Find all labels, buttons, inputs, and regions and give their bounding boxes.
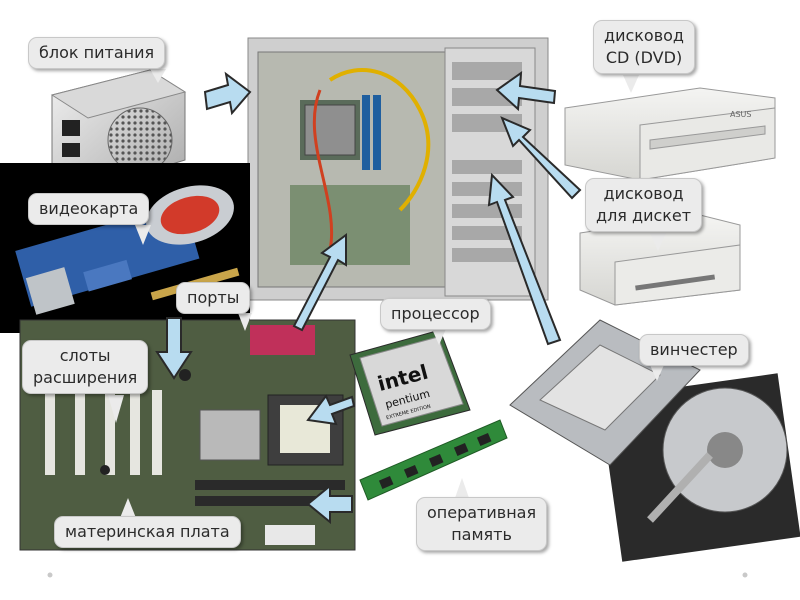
ram-module-image <box>359 419 508 501</box>
slide-dot-left <box>47 572 53 578</box>
label-power-supply: блок питания <box>28 37 166 69</box>
slide-dot-right <box>742 572 748 578</box>
label-floppy-drive-tail <box>650 233 666 251</box>
arrow-video-card <box>292 233 347 332</box>
label-motherboard: материнская плата <box>54 516 241 548</box>
label-motherboard-tail <box>120 498 136 518</box>
label-video-card: видеокарта <box>28 193 150 225</box>
label-cd-drive-tail <box>623 75 639 93</box>
processor-image: intel pentium EXTREME EDITION <box>349 329 471 436</box>
drive-brand: ASUS <box>730 110 751 119</box>
cd-drive-image: ASUS <box>564 87 776 181</box>
arrow-cd-drive <box>495 70 557 112</box>
arrow-hard-drive <box>487 172 562 346</box>
label-expansion-slots-tail <box>108 395 124 423</box>
label-ports: порты <box>176 282 251 314</box>
arrow-processor <box>306 394 356 426</box>
label-ports-tail <box>238 313 252 331</box>
floppy-drive-image <box>579 214 741 306</box>
label-processor: процессор <box>380 298 491 330</box>
label-hard-drive-tail <box>650 365 664 381</box>
label-power-supply-tail <box>150 69 166 83</box>
pointer-arrows <box>155 70 582 525</box>
arrow-floppy-drive <box>500 116 582 200</box>
label-processor-tail <box>432 329 446 345</box>
arrow-ram <box>306 483 353 525</box>
label-video-card-tail <box>135 225 151 245</box>
label-hard-drive: винчестер <box>639 334 749 366</box>
label-ram-tail <box>455 478 469 498</box>
arrow-power-supply <box>203 71 252 116</box>
arrow-motherboard <box>155 317 193 380</box>
pc-case-image <box>247 37 549 301</box>
